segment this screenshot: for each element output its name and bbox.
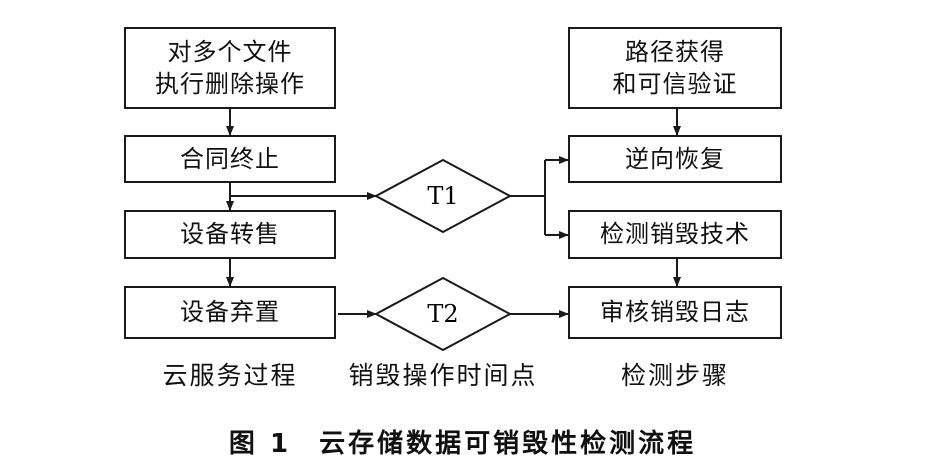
figure-caption: 图 1 云存储数据可销毁性检测流程 [0, 423, 925, 460]
column-label-destruction-time: 销毁操作时间点 [348, 361, 538, 390]
decision-t2-diamond [373, 276, 513, 352]
figure-title: 云存储数据可销毁性检测流程 [319, 429, 697, 459]
box-detect-destruction: 检测销毁技术 [568, 210, 782, 259]
decision-t1-diamond [373, 158, 513, 234]
column-label-cloud-process: 云服务过程 [162, 361, 298, 390]
column-label-detection-steps: 检测步骤 [620, 361, 729, 390]
box-reverse-recovery: 逆向恢复 [568, 135, 782, 183]
decision-t2-label: T2 [427, 300, 458, 328]
box-audit-log: 审核销毁日志 [568, 286, 782, 339]
box-device-resell: 设备转售 [124, 210, 336, 259]
figure-number: 图 1 [228, 429, 292, 459]
box-delete-files: 对多个文件 执行删除操作 [124, 27, 336, 109]
box-contract-terminate: 合同终止 [124, 135, 336, 183]
box-path-verify: 路径获得 和可信验证 [568, 27, 782, 109]
decision-t1-label: T1 [427, 182, 458, 210]
box-device-abandon: 设备弃置 [124, 286, 336, 339]
